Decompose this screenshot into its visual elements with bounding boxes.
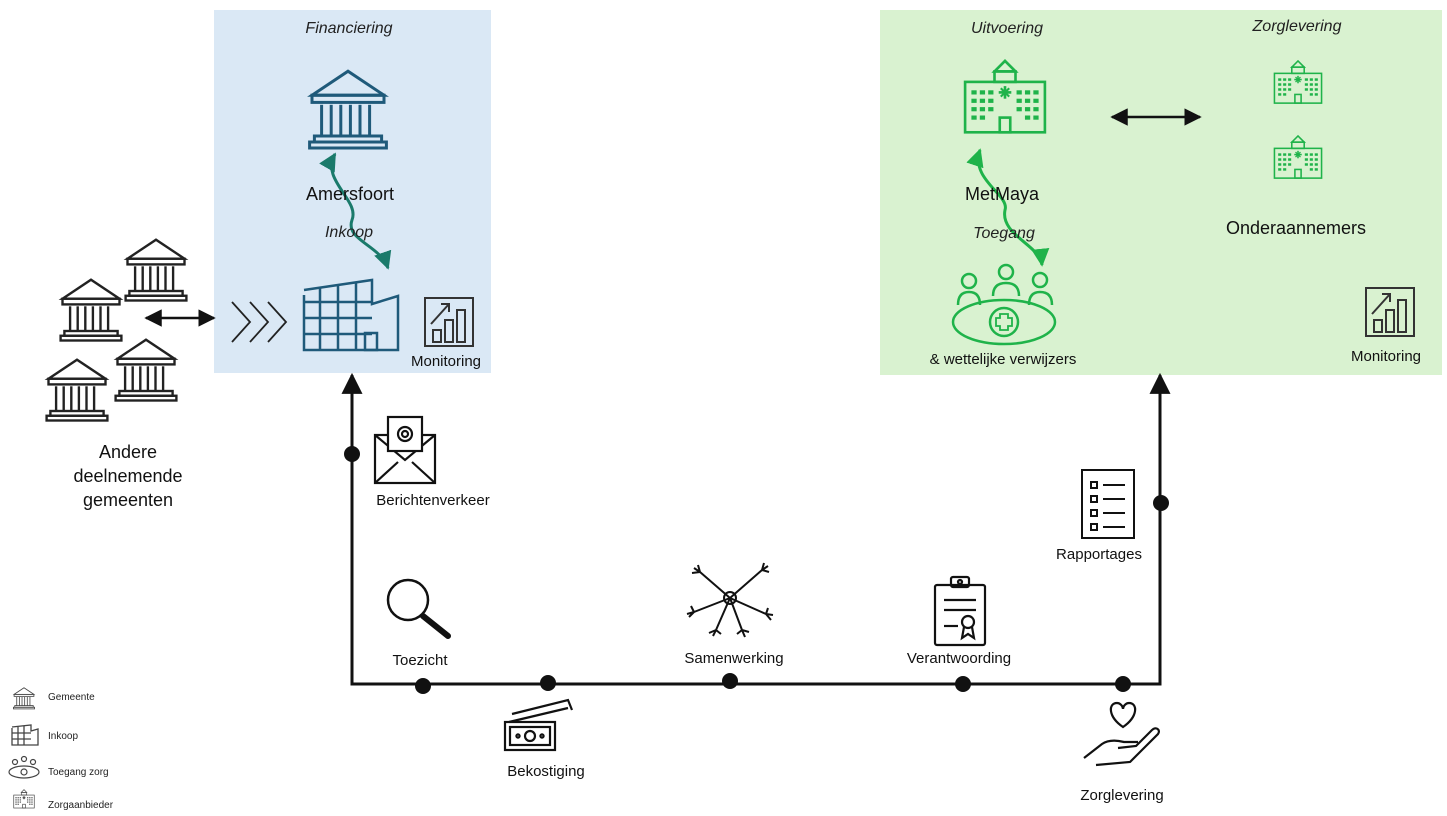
other-municipalities-line1: Andere [98,442,158,462]
node-zorglevering [1115,676,1131,692]
inkoop-label: Inkoop [324,224,374,241]
care-delivery-heading: Zorglevering [1252,18,1342,35]
subcontractor-icon-2 [1273,135,1323,179]
amersfoort-label: Amersfoort [305,184,395,204]
toegang-arrow [966,148,1050,267]
chevron-arrows-icon [231,301,288,343]
legend-label-care-access: Toegang zorg [48,767,109,778]
node-rapportages [1153,495,1169,511]
monitoring-icon-execution [1365,287,1415,337]
cooperation-label: Samenwerking [684,650,784,667]
flow-line [341,372,1171,686]
legend-purchasing-icon [11,724,39,746]
clipboard-certificate-icon [933,575,987,647]
funding-label: Bekostiging [507,763,585,780]
amersfoort-municipality-icon [308,69,388,150]
other-municipalities-label: Andere deelnemende gemeenten [73,440,182,512]
municipality-icon-3 [114,338,178,402]
node-samenwerking [722,673,738,689]
legend-label-municipality: Gemeente [48,692,95,703]
care-delivery-label: Zorglevering [1080,787,1164,804]
node-bekostiging [540,675,556,691]
messaging-label: Berichtenverkeer [376,492,490,509]
monitoring-label-execution: Monitoring [1350,348,1422,365]
report-list-icon [1081,469,1135,539]
referrers-label: & wettelijke verwijzers [929,351,1077,368]
municipality-icon-4 [45,358,109,422]
financing-heading: Financiering [305,20,393,37]
supervision-label: Toezicht [392,652,448,669]
metmaya-label: MetMaya [964,184,1040,204]
monitoring-icon-financing [424,297,474,347]
node-berichtenverkeer [344,446,360,462]
municipality-icon-1 [124,238,188,302]
subcontractors-label: Onderaannemers [1225,218,1367,238]
legend-care-access-icon [8,755,40,779]
reports-label: Rapportages [1056,546,1142,563]
execution-heading: Uitvoering [970,20,1044,37]
monitoring-label-financing: Monitoring [410,353,482,370]
legend-municipality-icon [13,687,35,710]
other-municipalities-line2: deelnemende [73,466,183,486]
accountability-label: Verantwoording [906,650,1012,667]
toegang-label: Toegang [973,225,1035,242]
metmaya-provider-icon [963,59,1047,134]
legend-care-provider-icon [13,789,35,809]
flow-nodes [344,446,1169,694]
cooperation-hands-icon [686,562,774,638]
node-verantwoording [955,676,971,692]
envelope-icon [373,415,437,485]
legend-label-purchasing: Inkoop [48,731,79,742]
purchasing-icon [302,278,400,352]
care-access-icon [951,263,1057,346]
hand-heart-icon [1083,701,1160,767]
magnifier-icon [386,578,451,639]
money-icon [503,698,574,752]
node-toezicht [415,678,431,694]
other-municipalities-line3: gemeenten [82,490,174,510]
subcontractor-icon-1 [1273,60,1323,104]
inkoop-arrow [319,152,392,270]
legend-label-care-provider: Zorgaanbieder [48,800,114,811]
municipality-icon-2 [59,278,123,342]
